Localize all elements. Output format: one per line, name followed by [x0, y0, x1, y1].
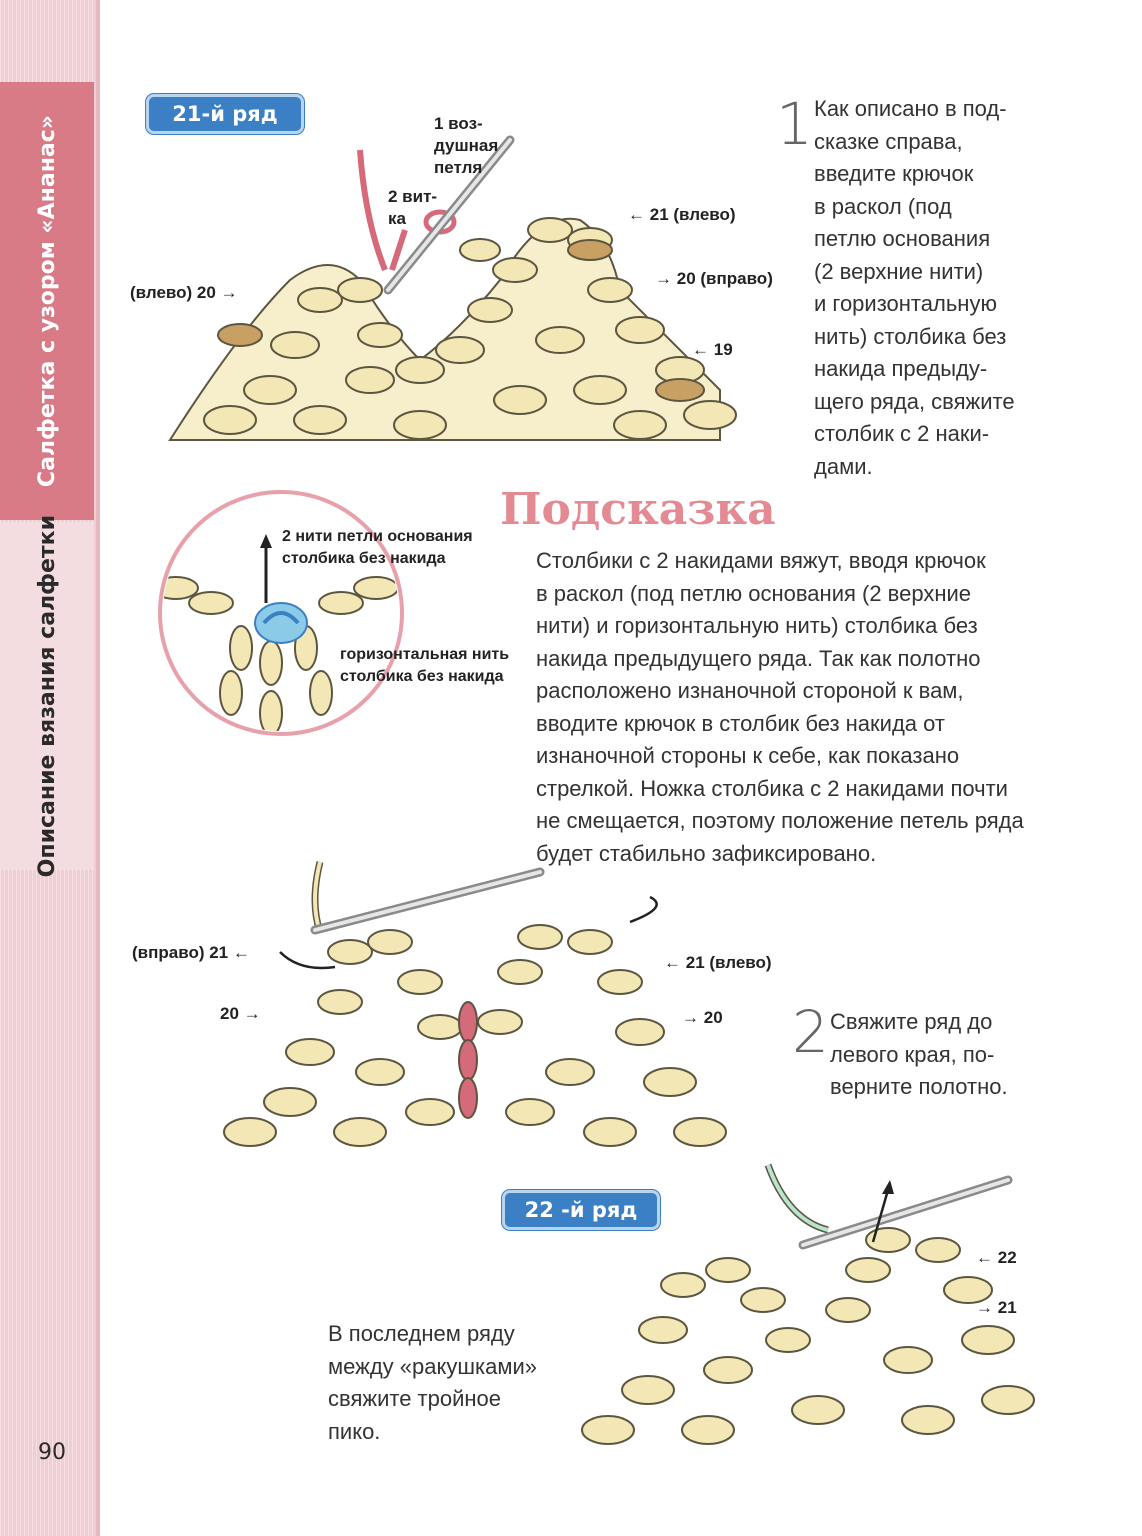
- label-air-loop: 1 воз- душная петля: [434, 114, 499, 177]
- label-row22: ← 22: [976, 1248, 1017, 1267]
- label-row21-left: ← 21 (влево): [628, 205, 736, 224]
- label-row22-text: 22: [997, 1248, 1017, 1267]
- label-step2-row20-left: 20 →: [220, 1004, 261, 1023]
- label-step2-row21-left: ← 21 (влево): [664, 953, 772, 972]
- hint-label-horizontal-thread: горизонтальная нить столбика без накида: [340, 646, 510, 685]
- row-21-badge: 21-й ряд: [146, 94, 304, 134]
- step-2-text: Свяжите ряд до левого края, по- верните …: [830, 1009, 1008, 1099]
- label-two-turns: 2 вит- ка: [388, 187, 438, 228]
- label-row19: ← 19: [692, 340, 733, 359]
- label-step2-row21-left-text: 21 (влево): [685, 953, 772, 972]
- label-row19-text: 19: [713, 340, 733, 359]
- page-number: 90: [38, 1440, 66, 1465]
- label-step2-row20-left-text: 20: [220, 1004, 239, 1023]
- row-21-illustration: [168, 135, 737, 441]
- label-step2-row20-right-text: 20: [703, 1008, 723, 1027]
- sidebar-edge: [96, 0, 100, 1536]
- step-1-number: 1: [776, 90, 813, 158]
- label-row20-left-text: (влево) 20: [130, 283, 216, 302]
- hint-title: Подсказка: [500, 484, 776, 535]
- label-step2-row20-right: → 20: [682, 1008, 723, 1027]
- label-row20-left: (влево) 20 →: [130, 283, 238, 302]
- sidebar-tab-section-label: Описание вязания салфетки: [34, 514, 60, 878]
- label-row22-row21-text: 21: [997, 1298, 1017, 1317]
- row-22-badge: 22 -й ряд: [502, 1190, 660, 1230]
- row-22-text: В последнем ряду между «ракушками» свяжи…: [328, 1321, 537, 1444]
- step-2-illustration: [223, 861, 727, 1147]
- hint-circle-illustration: [158, 490, 404, 736]
- sidebar-tab-chapter[interactable]: Салфетка с узором «Ананас»: [0, 82, 94, 520]
- label-step2-row21-right: (вправо) 21 ←: [132, 943, 250, 962]
- sidebar-tab-chapter-label: Салфетка с узором «Ананас»: [34, 114, 60, 488]
- step-2-number: 2: [792, 998, 829, 1066]
- step-1-text: Как описано в под- сказке справа, введит…: [814, 96, 1015, 479]
- label-row20-right-text: 20 (вправо): [676, 269, 773, 288]
- sidebar-tab-section[interactable]: Описание вязания салфетки: [0, 515, 94, 877]
- sidebar: Салфетка с узором «Ананас» Описание вяза…: [0, 0, 100, 1536]
- row-22-illustration: [581, 1163, 1035, 1445]
- hint-label-base-loop: 2 нити петли основания столбика без наки…: [282, 528, 473, 567]
- label-row22-row21: → 21: [976, 1298, 1017, 1317]
- hint-text: Столбики с 2 накидами вяжут, вводя крючо…: [536, 548, 1024, 866]
- label-row20-right: → 20 (вправо): [655, 269, 773, 288]
- label-row21-left-text: 21 (влево): [649, 205, 736, 224]
- label-step2-row21-right-text: (вправо) 21: [132, 943, 229, 962]
